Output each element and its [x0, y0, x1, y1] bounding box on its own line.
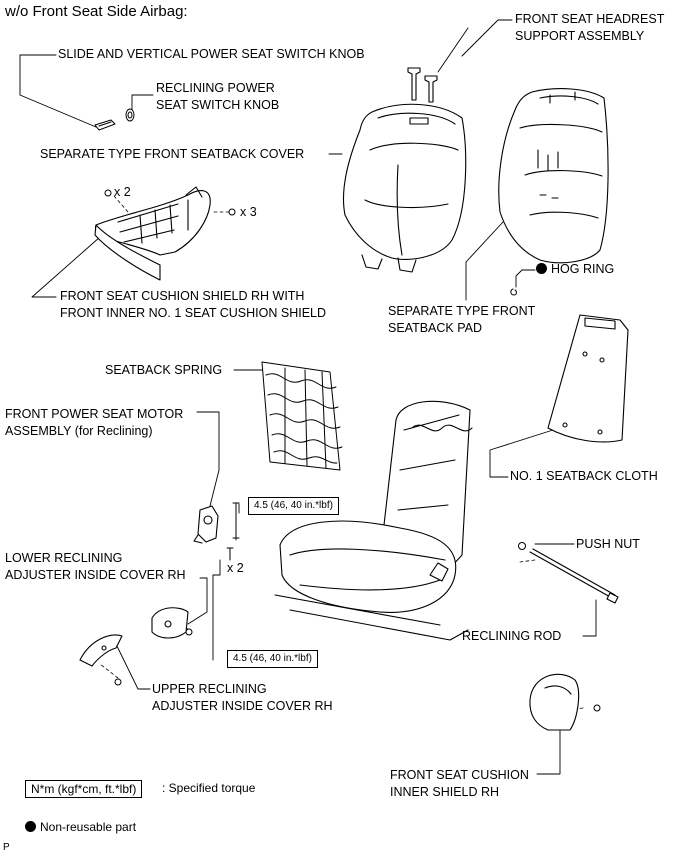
label-line: INNER SHIELD RH: [390, 785, 500, 799]
legend-nonreusable: Non-reusable part: [25, 819, 136, 836]
label-line: ADJUSTER INSIDE COVER RH: [5, 568, 186, 582]
label-line: FRONT POWER SEAT MOTOR: [5, 407, 184, 421]
label-seatback-cloth: NO. 1 SEATBACK CLOTH: [510, 469, 658, 483]
diagram-title: w/o Front Seat Side Airbag:: [5, 3, 188, 20]
cushion-shield: [94, 186, 211, 281]
headrest-support-assembly: [407, 67, 438, 103]
qty-x2-bolts: x 2: [227, 561, 244, 575]
push-nut: [518, 542, 526, 550]
upper-adjuster-cover: [79, 634, 123, 667]
label-line: SUPPORT ASSEMBLY: [515, 29, 645, 43]
label-slide-knob: SLIDE AND VERTICAL POWER SEAT SWITCH KNO…: [58, 47, 365, 61]
leader-lines: [19, 19, 597, 775]
label-line: FRONT SEAT CUSHION SHIELD RH WITH: [60, 289, 305, 303]
screw-small: [104, 189, 601, 712]
legend-torque-text: : Specified torque: [162, 781, 256, 795]
label-lower-cover: LOWER RECLINING ADJUSTER INSIDE COVER RH: [5, 550, 186, 584]
label-reclining-rod: RECLINING ROD: [462, 629, 562, 643]
label-inner-shield: FRONT SEAT CUSHION INNER SHIELD RH: [390, 767, 529, 801]
power-seat-motor: [193, 505, 219, 544]
qty-x2-screws: x 2: [114, 185, 131, 199]
corner-mark: P: [3, 842, 10, 853]
label-line: LOWER RECLINING: [5, 551, 123, 565]
torque-spec-lower: 4.5 (46, 40 in.*lbf): [227, 650, 318, 668]
bolts: [226, 502, 240, 561]
seat-frame-assembly: [274, 400, 473, 641]
label-line: RECLINING POWER: [156, 81, 275, 95]
qty-x3-screws: x 3: [240, 205, 257, 219]
seatback-spring: [261, 361, 343, 471]
label-hog-ring: HOG RING: [536, 261, 614, 278]
label-motor: FRONT POWER SEAT MOTOR ASSEMBLY (for Rec…: [5, 406, 183, 440]
label-line: UPPER RECLINING: [152, 682, 267, 696]
torque-spec-upper: 4.5 (46, 40 in.*lbf): [248, 497, 339, 515]
label-seatback-pad: SEPARATE TYPE FRONT SEATBACK PAD: [388, 303, 535, 337]
nonreusable-marker-icon: [536, 263, 547, 274]
reclining-switch-knob: [125, 108, 135, 122]
label-line: ASSEMBLY (for Reclining): [5, 424, 153, 438]
label-push-nut: PUSH NUT: [576, 537, 640, 551]
label-line: FRONT INNER NO. 1 SEAT CUSHION SHIELD: [60, 306, 327, 320]
label-line: ADJUSTER INSIDE COVER RH: [152, 699, 333, 713]
label-headrest-support: FRONT SEAT HEADREST SUPPORT ASSEMBLY: [515, 11, 664, 45]
legend-torque-box: N*m (kgf*cm, ft.*lbf): [25, 780, 143, 798]
cushion-inner-shield: [529, 673, 580, 731]
label-line: HOG RING: [551, 262, 615, 276]
nonreusable-marker-icon: [25, 821, 36, 832]
label-line: SEATBACK PAD: [388, 321, 483, 335]
lower-adjuster-cover: [151, 607, 189, 639]
label-line: SEPARATE TYPE FRONT: [388, 304, 536, 318]
seatback-cover: [342, 103, 467, 273]
hog-ring: [510, 288, 517, 296]
label-cushion-shield: FRONT SEAT CUSHION SHIELD RH WITH FRONT …: [60, 288, 326, 322]
label-line: FRONT SEAT CUSHION: [390, 768, 529, 782]
seatback-cloth: [547, 314, 629, 443]
label-line: FRONT SEAT HEADREST: [515, 12, 665, 26]
label-upper-cover: UPPER RECLINING ADJUSTER INSIDE COVER RH: [152, 681, 333, 715]
label-seatback-cover: SEPARATE TYPE FRONT SEATBACK COVER: [40, 147, 305, 161]
slide-switch-knob: [94, 119, 116, 131]
reclining-rod: [529, 548, 619, 604]
legend-line: Non-reusable part: [40, 820, 137, 834]
label-reclining-knob: RECLINING POWER SEAT SWITCH KNOB: [156, 80, 279, 114]
label-line: SEAT SWITCH KNOB: [156, 98, 280, 112]
seatback-pad: [498, 88, 609, 264]
label-seatback-spring: SEATBACK SPRING: [105, 363, 223, 377]
